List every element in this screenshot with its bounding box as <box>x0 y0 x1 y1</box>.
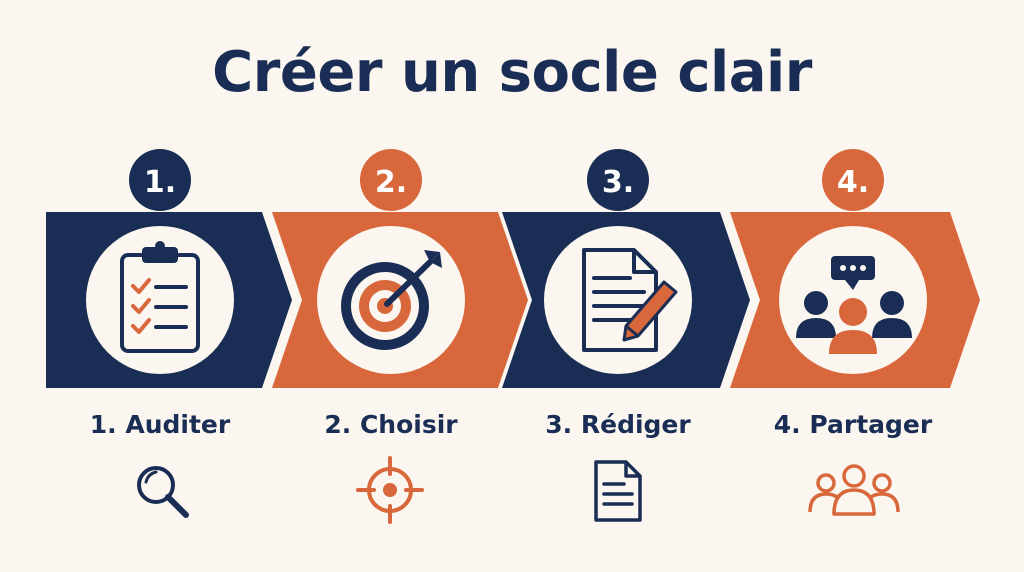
people-speech-icon <box>796 256 912 354</box>
step-2-label: 2. Choisir <box>324 410 458 439</box>
step-4-badge: 4. <box>822 149 884 211</box>
clipboard-checklist-icon <box>120 241 200 353</box>
svg-text:4.: 4. <box>837 165 869 200</box>
svg-text:1.: 1. <box>144 165 176 200</box>
step-2-badge: 2. <box>360 149 422 211</box>
step-3-badge: 3. <box>587 149 649 211</box>
svg-text:3.: 3. <box>602 165 634 200</box>
target-arrow-icon <box>341 250 442 350</box>
crosshair-icon <box>356 456 424 524</box>
step-1-label: 1. Auditer <box>89 410 231 439</box>
magnifier-icon <box>137 466 189 518</box>
group-icon <box>808 464 900 516</box>
document-pencil-icon <box>582 248 678 352</box>
page-title: Créer un socle clair <box>212 40 812 105</box>
step-3-label: 3. Rédiger <box>545 410 691 439</box>
document-icon <box>594 460 642 522</box>
step-1-badge: 1. <box>129 149 191 211</box>
svg-text:2.: 2. <box>375 165 407 200</box>
step-4-label: 4. Partager <box>773 410 933 439</box>
